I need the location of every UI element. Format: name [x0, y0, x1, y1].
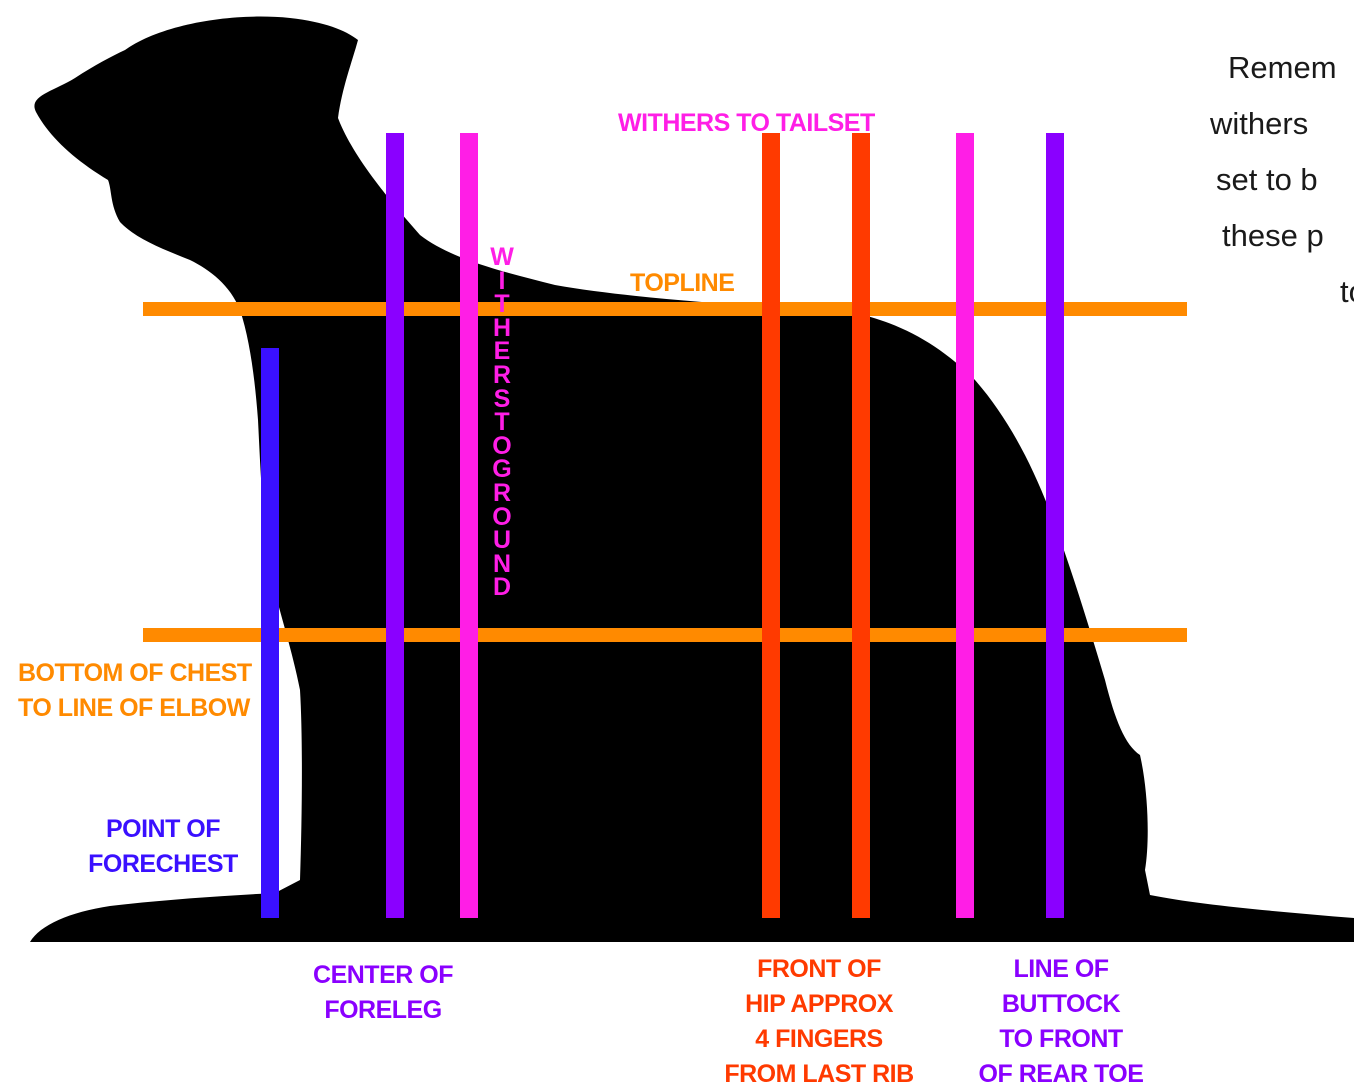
- dog-silhouette: [30, 17, 1354, 942]
- point-of-forechest-line-2: FORECHEST: [68, 847, 258, 882]
- withers-to-ground-letter: R: [484, 482, 520, 506]
- line-of-buttock-line-3: TO FRONT: [950, 1022, 1172, 1057]
- buttock-line: [1046, 133, 1064, 918]
- note-line-2: withers: [1180, 96, 1354, 152]
- point-of-forechest-line-1: POINT OF: [68, 812, 258, 847]
- foreleg-line: [386, 133, 404, 918]
- tailset-line: [956, 133, 974, 918]
- note-line-1: Remem: [1180, 40, 1354, 96]
- withers-line: [460, 133, 478, 918]
- bottom-of-chest-label: BOTTOM OF CHEST TO LINE OF ELBOW: [18, 656, 252, 726]
- bottom-of-chest-line-2: TO LINE OF ELBOW: [18, 691, 252, 726]
- withers-to-ground-letter: D: [484, 576, 520, 600]
- center-of-foreleg-label: CENTER OF FORELEG: [278, 958, 488, 1028]
- bottom-of-chest-line-1: BOTTOM OF CHEST: [18, 656, 252, 691]
- note-line-4: these p: [1180, 208, 1354, 264]
- point-of-forechest-label: POINT OF FORECHEST: [68, 812, 258, 882]
- chest-line: [143, 628, 1187, 642]
- front-of-hip-line-1: FRONT OF: [692, 952, 946, 987]
- topline-label: TOPLINE: [630, 266, 734, 301]
- topline-line: [143, 302, 1187, 316]
- withers-to-tailset-label: WITHERS TO TAILSET: [618, 106, 875, 141]
- front-of-hip-label: FRONT OF HIP APPROX 4 FINGERS FROM LAST …: [692, 952, 946, 1092]
- note-line-3: set to b: [1180, 152, 1354, 208]
- center-of-foreleg-line-2: FORELEG: [278, 993, 488, 1028]
- forechest-line: [261, 348, 279, 918]
- note-line-5: to: [1180, 264, 1354, 320]
- line-of-buttock-line-1: LINE OF: [950, 952, 1172, 987]
- front-of-hip-line-2: HIP APPROX: [692, 987, 946, 1022]
- explanatory-note: Remem withers set to b these p to: [1180, 40, 1354, 320]
- hip-line-2: [852, 133, 870, 918]
- front-of-hip-line-3: 4 FINGERS: [692, 1022, 946, 1057]
- line-of-buttock-line-2: BUTTOCK: [950, 987, 1172, 1022]
- hip-line-1: [762, 133, 780, 918]
- line-of-buttock-label: LINE OF BUTTOCK TO FRONT OF REAR TOE: [950, 952, 1172, 1092]
- center-of-foreleg-line-1: CENTER OF: [278, 958, 488, 993]
